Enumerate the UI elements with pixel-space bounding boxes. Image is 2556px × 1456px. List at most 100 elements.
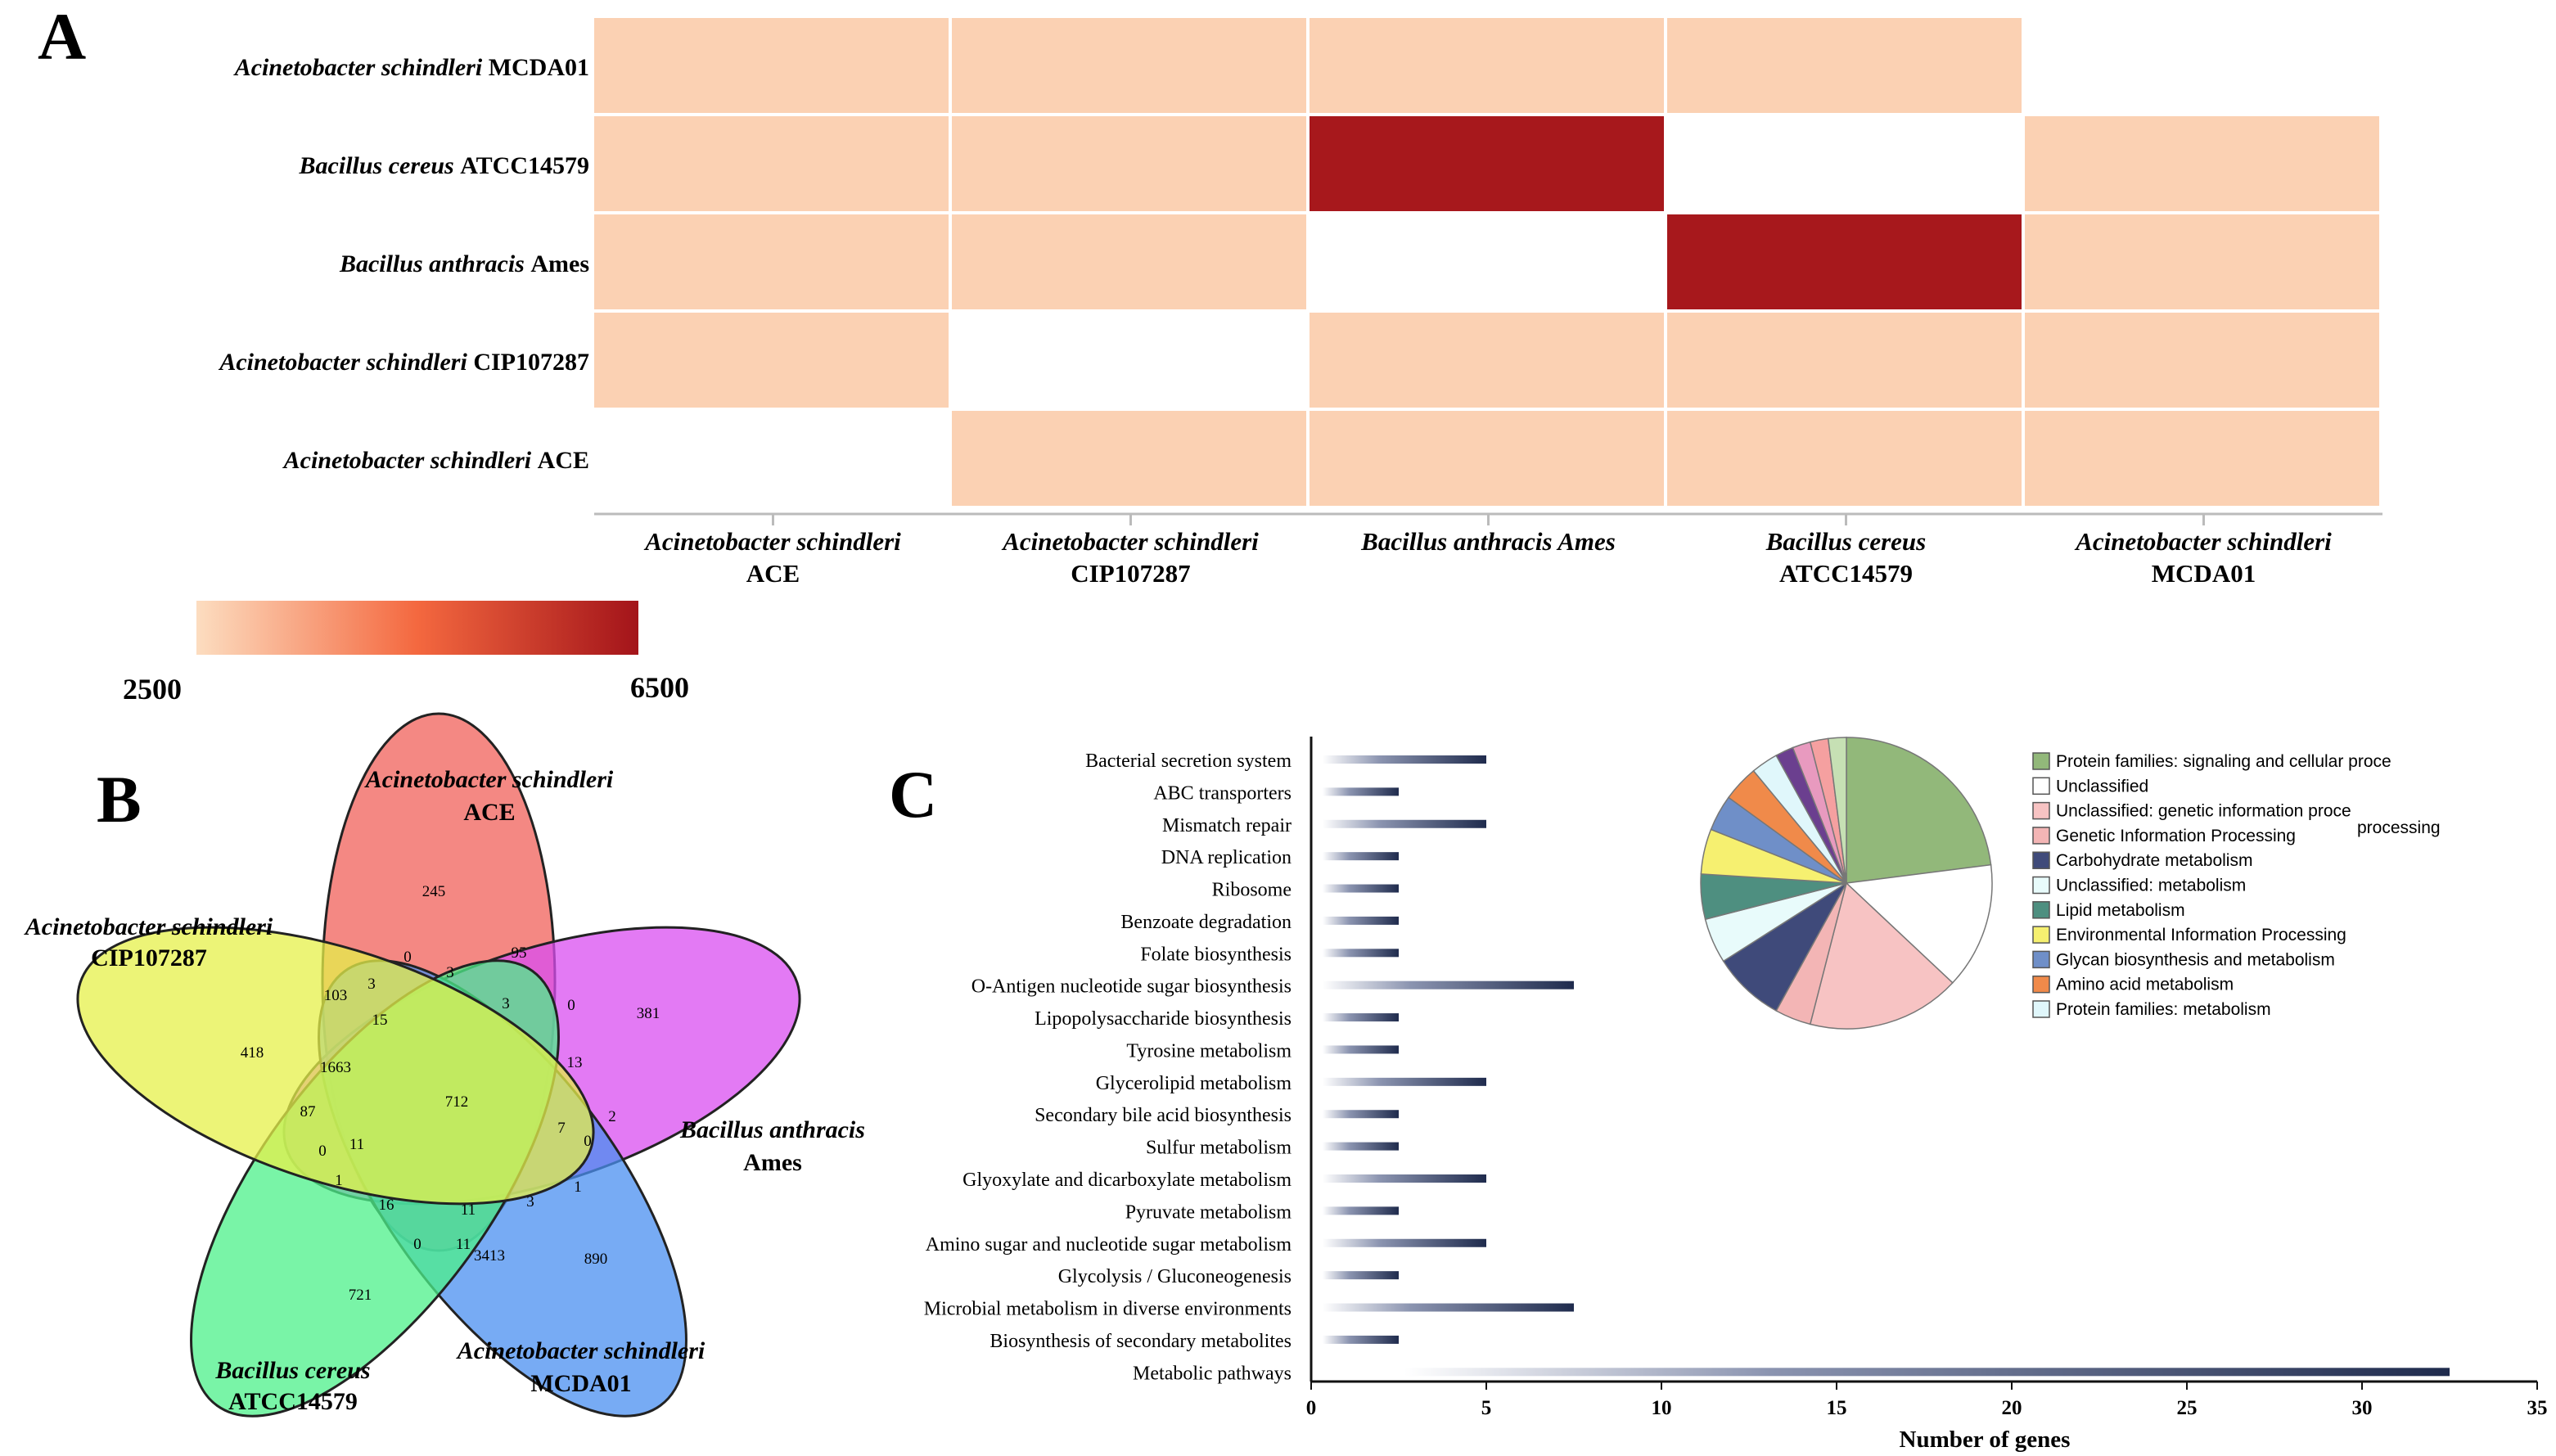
bar-category-label: Biosynthesis of secondary metabolites (989, 1331, 1292, 1352)
bar (1323, 1174, 1486, 1183)
venn-region-count: 11 (349, 1136, 364, 1153)
venn-region-count: 95 (512, 944, 527, 962)
svg-text:CIP107287: CIP107287 (91, 944, 207, 971)
panel-letter-b: B (97, 762, 142, 836)
heatmap-cell (1667, 214, 2022, 309)
venn-region-count: 3 (367, 976, 376, 993)
pie-legend-label: Amino acid metabolism (2056, 976, 2234, 994)
bar-category-label: Glycerolipid metabolism (1096, 1073, 1292, 1094)
heatmap-cell (1310, 411, 1664, 506)
bar-category-label: Glyoxylate and dicarboxylate metabolism (962, 1170, 1292, 1191)
venn-region-count: 16 (379, 1197, 394, 1214)
heatmap-column-label: Bacillus cereus (1765, 527, 1926, 556)
pie-slice (1722, 882, 1847, 1012)
heatmap-row-label: Acinetobacter schindleri ACE (282, 447, 589, 474)
bar-category-label: DNA replication (1161, 847, 1292, 868)
venn-region-count: 890 (584, 1251, 608, 1268)
pie-slice (1809, 881, 1954, 1030)
heatmap-cell (952, 116, 1306, 211)
venn-region-count: 7 (557, 1120, 566, 1137)
venn-set-cip107287 (76, 926, 595, 1206)
heatmap (594, 18, 2382, 525)
pie-slice (1846, 737, 1992, 884)
venn-region-count: 15 (372, 1012, 388, 1029)
pie-legend-swatch (2032, 950, 2050, 969)
bar (1323, 755, 1486, 764)
heatmap-cell (1667, 313, 2022, 408)
venn-region-count: 87 (300, 1103, 316, 1120)
bar (1323, 980, 1574, 989)
venn-region-count: 1663 (320, 1059, 351, 1076)
heatmap-cell (2025, 116, 2379, 211)
venn-region-count: 418 (241, 1044, 264, 1062)
heatmap-cell (1310, 116, 1664, 211)
bar (1323, 949, 1399, 958)
bar-x-tick-label: 10 (1652, 1397, 1672, 1419)
heatmap-row-label: Acinetobacter schindleri MCDA01 (233, 54, 589, 81)
panel-letter-a: A (38, 0, 86, 74)
venn-label-ames: Bacillus anthracis Ames (679, 1116, 865, 1176)
venn-diagram (76, 712, 801, 1418)
heatmap-column-label: Acinetobacter schindleri (2074, 527, 2332, 556)
bar (1323, 1077, 1486, 1086)
heatmap-cell (1310, 18, 1664, 113)
heatmap-cell (952, 214, 1306, 309)
venn-region-count: 712 (445, 1093, 469, 1111)
bar (1404, 1368, 2450, 1377)
venn-region-count: 11 (461, 1201, 476, 1219)
venn-region-count: 3413 (474, 1247, 505, 1264)
heatmap-cell (594, 313, 949, 408)
bar (1323, 1045, 1399, 1054)
bar-category-label: Mismatch repair (1162, 815, 1292, 836)
venn-region-count: 103 (324, 987, 348, 1004)
bar-x-tick-label: 35 (2527, 1397, 2548, 1419)
venn-region-count: 721 (349, 1287, 372, 1304)
pie-legend-swatch (2032, 876, 2050, 895)
bar (1323, 1335, 1399, 1344)
venn-region-count: 381 (637, 1005, 660, 1022)
bar-category-label: Metabolic pathways (1133, 1363, 1292, 1384)
pie-legend-swatch (2032, 1000, 2050, 1018)
heatmap-column-label-line2: ATCC14579 (1779, 559, 1913, 588)
bar (1323, 884, 1399, 893)
pie-legend-label: Unclassified (2056, 777, 2148, 796)
heatmap-cell (2025, 411, 2379, 506)
venn-label-ace: Acinetobacter schindleri ACE (364, 766, 614, 826)
bar-x-tick-label: 0 (1306, 1397, 1317, 1419)
heatmap-row-label: Acinetobacter schindleri CIP107287 (218, 349, 589, 376)
svg-text:Acinetobacter schindleri: Acinetobacter schindleri (364, 766, 614, 793)
venn-region-count: 13 (567, 1054, 583, 1071)
heatmap-column-label-line2: CIP107287 (1071, 559, 1190, 588)
heatmap-row-labels: Acinetobacter schindleri MCDA01Bacillus … (218, 54, 589, 474)
bar-category-label: Benzoate degradation (1120, 912, 1292, 933)
pie-legend: Protein families: signaling and cellular… (2032, 752, 2391, 1019)
pie-legend-label: Genetic Information Processing (2056, 827, 2296, 845)
pie-legend-label: Unclassified: metabolism (2056, 877, 2246, 895)
bar (1323, 1206, 1399, 1215)
bar-category-label: Tyrosine metabolism (1126, 1040, 1292, 1062)
heatmap-cell (594, 214, 949, 309)
color-scale-max-label: 6500 (630, 671, 689, 704)
bar-x-tick-label: 25 (2177, 1397, 2198, 1419)
venn-region-count: 0 (403, 949, 412, 966)
pie-legend-label: Environmental Information Processing (2056, 926, 2346, 944)
bar-category-label: Microbial metabolism in diverse environm… (924, 1299, 1292, 1320)
pie-legend-label: Lipid metabolism (2056, 901, 2185, 920)
bar-category-label: O-Antigen nucleotide sugar biosynthesis (971, 976, 1292, 998)
bar (1323, 1110, 1399, 1119)
heatmap-row-label: Bacillus cereus ATCC14579 (299, 152, 589, 179)
heatmap-column-label: Acinetobacter schindleri (643, 527, 901, 556)
svg-text:Bacillus anthracis: Bacillus anthracis (679, 1116, 865, 1143)
venn-label-mcda01: Acinetobacter schindleri MCDA01 (456, 1337, 705, 1397)
bar (1323, 852, 1399, 861)
pie-legend-label: Protein families: signaling and cellular… (2056, 752, 2391, 771)
svg-text:MCDA01: MCDA01 (530, 1370, 631, 1397)
pie-legend-swatch (2032, 926, 2050, 944)
pie-legend-label: Protein families: metabolism (2056, 1000, 2271, 1019)
pie-legend-label: Glycan biosynthesis and metabolism (2056, 950, 2335, 969)
bar-category-label: Bacterial secretion system (1085, 751, 1292, 772)
heatmap-cell (952, 411, 1306, 506)
bar-category-label: Ribosome (1212, 880, 1292, 901)
